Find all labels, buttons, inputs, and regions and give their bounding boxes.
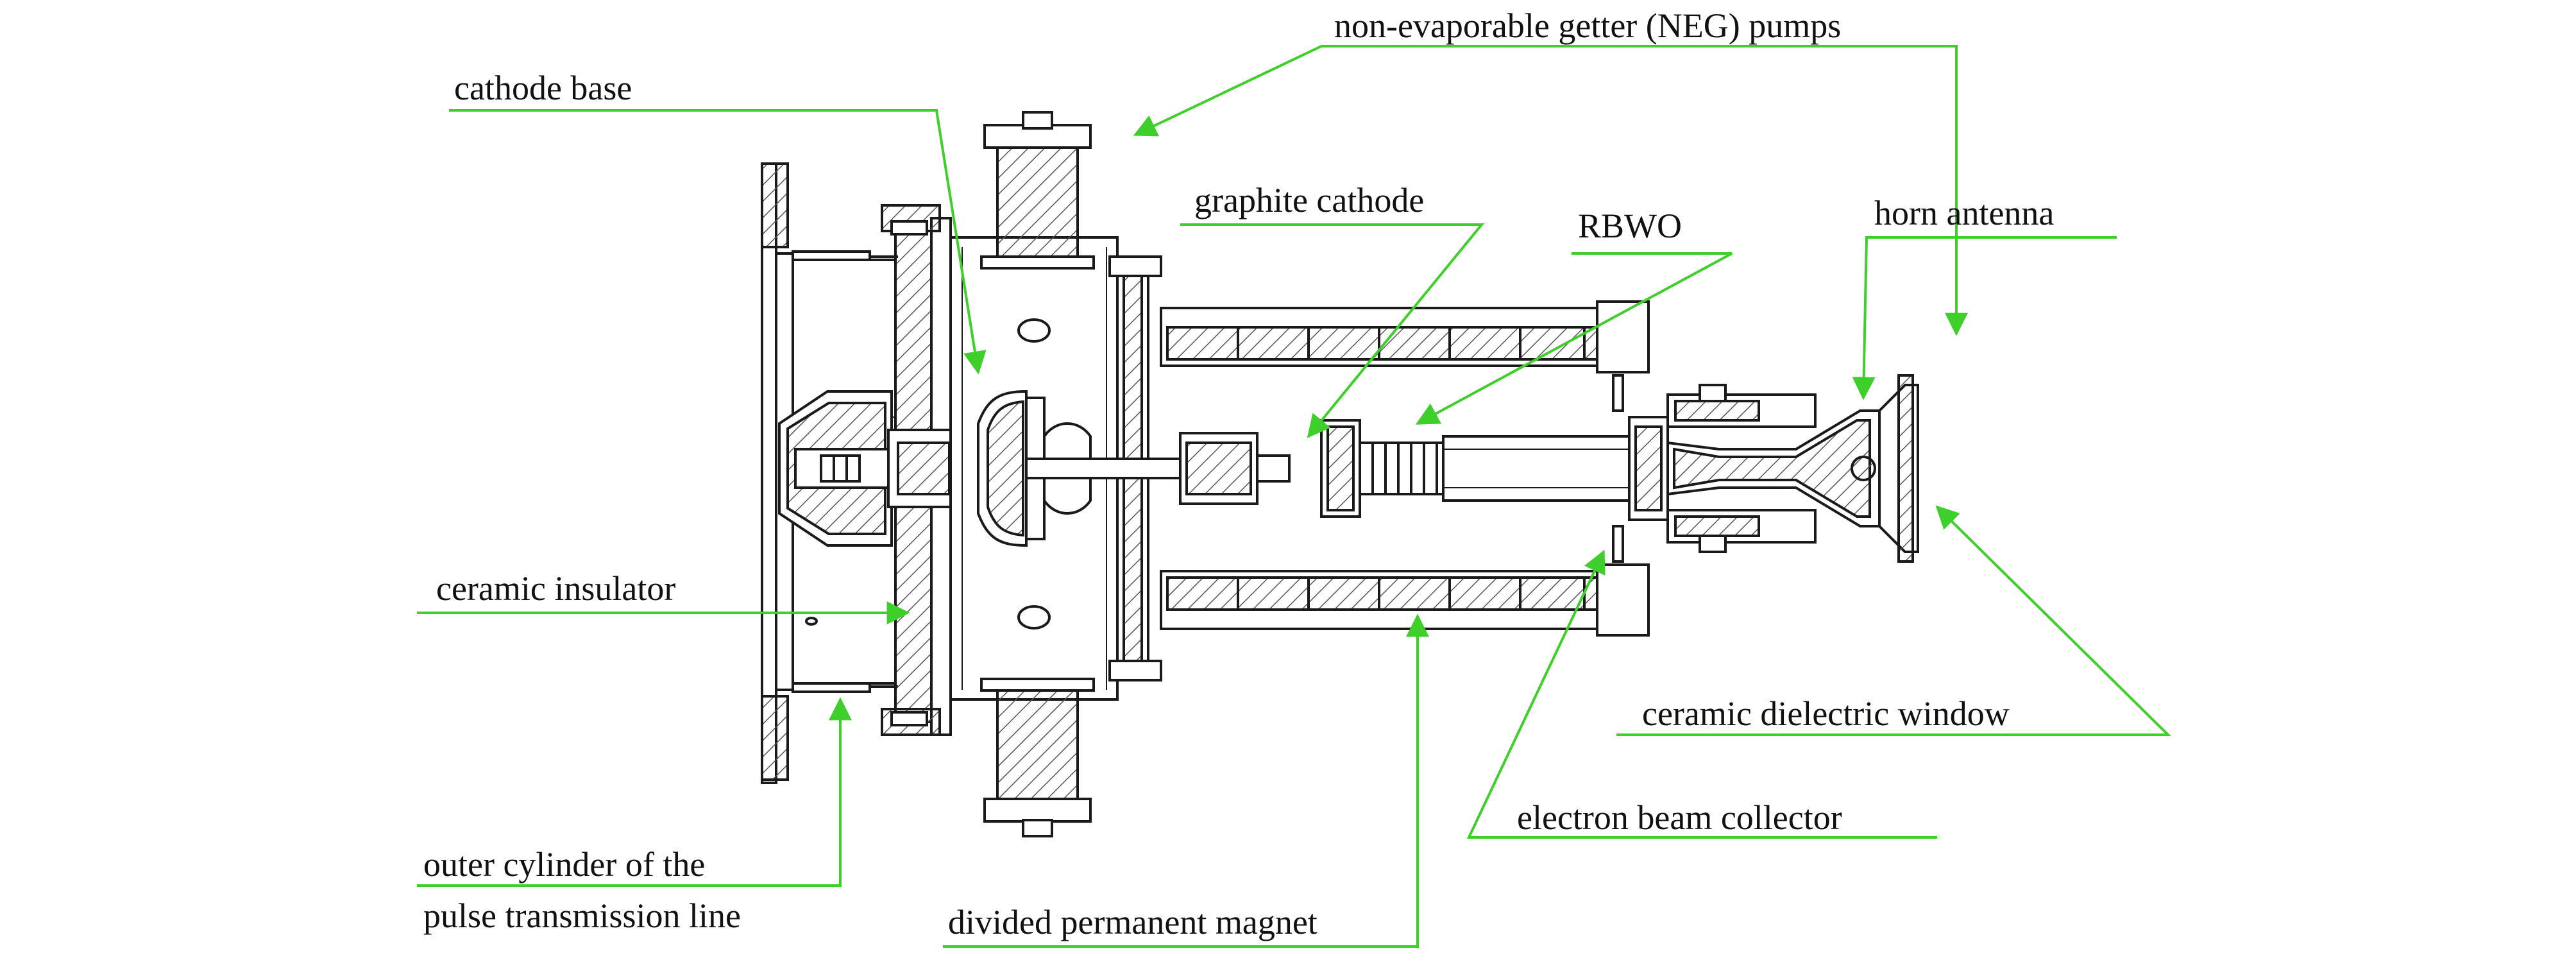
label-horn-antenna: horn antenna (1874, 194, 2054, 232)
leader-divided-permanent-magnet (943, 613, 1429, 948)
leader-lines (417, 45, 2171, 948)
labels: non-evaporable getter (NEG) pumps cathod… (423, 6, 2054, 941)
label-ceramic-insulator: ceramic insulator (436, 569, 675, 608)
leader-electron-beam-collector (1466, 549, 1937, 839)
label-cathode-base: cathode base (454, 69, 632, 107)
neg-pump-top (980, 111, 1095, 270)
neg-pump-bottom (980, 678, 1095, 837)
leader-outer-cylinder (417, 697, 852, 887)
label-graphite-cathode: graphite cathode (1194, 181, 1424, 219)
leader-cathode-base (449, 109, 987, 375)
label-neg-pumps: non-evaporable getter (NEG) pumps (1334, 6, 1841, 45)
rbwo-structure (1320, 416, 1669, 521)
leader-rbwo (1415, 252, 1733, 425)
horn-antenna-part (1851, 374, 1919, 563)
magnet-housing-bottom (1160, 525, 1650, 637)
label-outer-cylinder-line2: pulse transmission line (423, 896, 741, 935)
leader-horn-antenna (1852, 236, 2117, 400)
magnet-housing-top (1160, 300, 1650, 412)
inner-feed-electrode (778, 390, 1002, 547)
leader-neg-pumps-2 (1133, 45, 1322, 137)
leader-ceramic-dielectric-window (1616, 505, 2171, 736)
cathode-rod (1025, 432, 1291, 505)
collector-waveguide (1666, 384, 1881, 553)
label-divided-permanent-magnet: divided permanent magnet (948, 903, 1318, 941)
label-outer-cylinder-line1: outer cylinder of the (423, 845, 705, 884)
device-drawing (761, 111, 1919, 837)
label-rbwo: RBWO (1578, 207, 1682, 245)
label-electron-beam-collector: electron beam collector (1517, 798, 1842, 837)
label-ceramic-dielectric-window: ceramic dielectric window (1642, 694, 2010, 733)
leader-graphite-cathode (1180, 223, 1485, 438)
